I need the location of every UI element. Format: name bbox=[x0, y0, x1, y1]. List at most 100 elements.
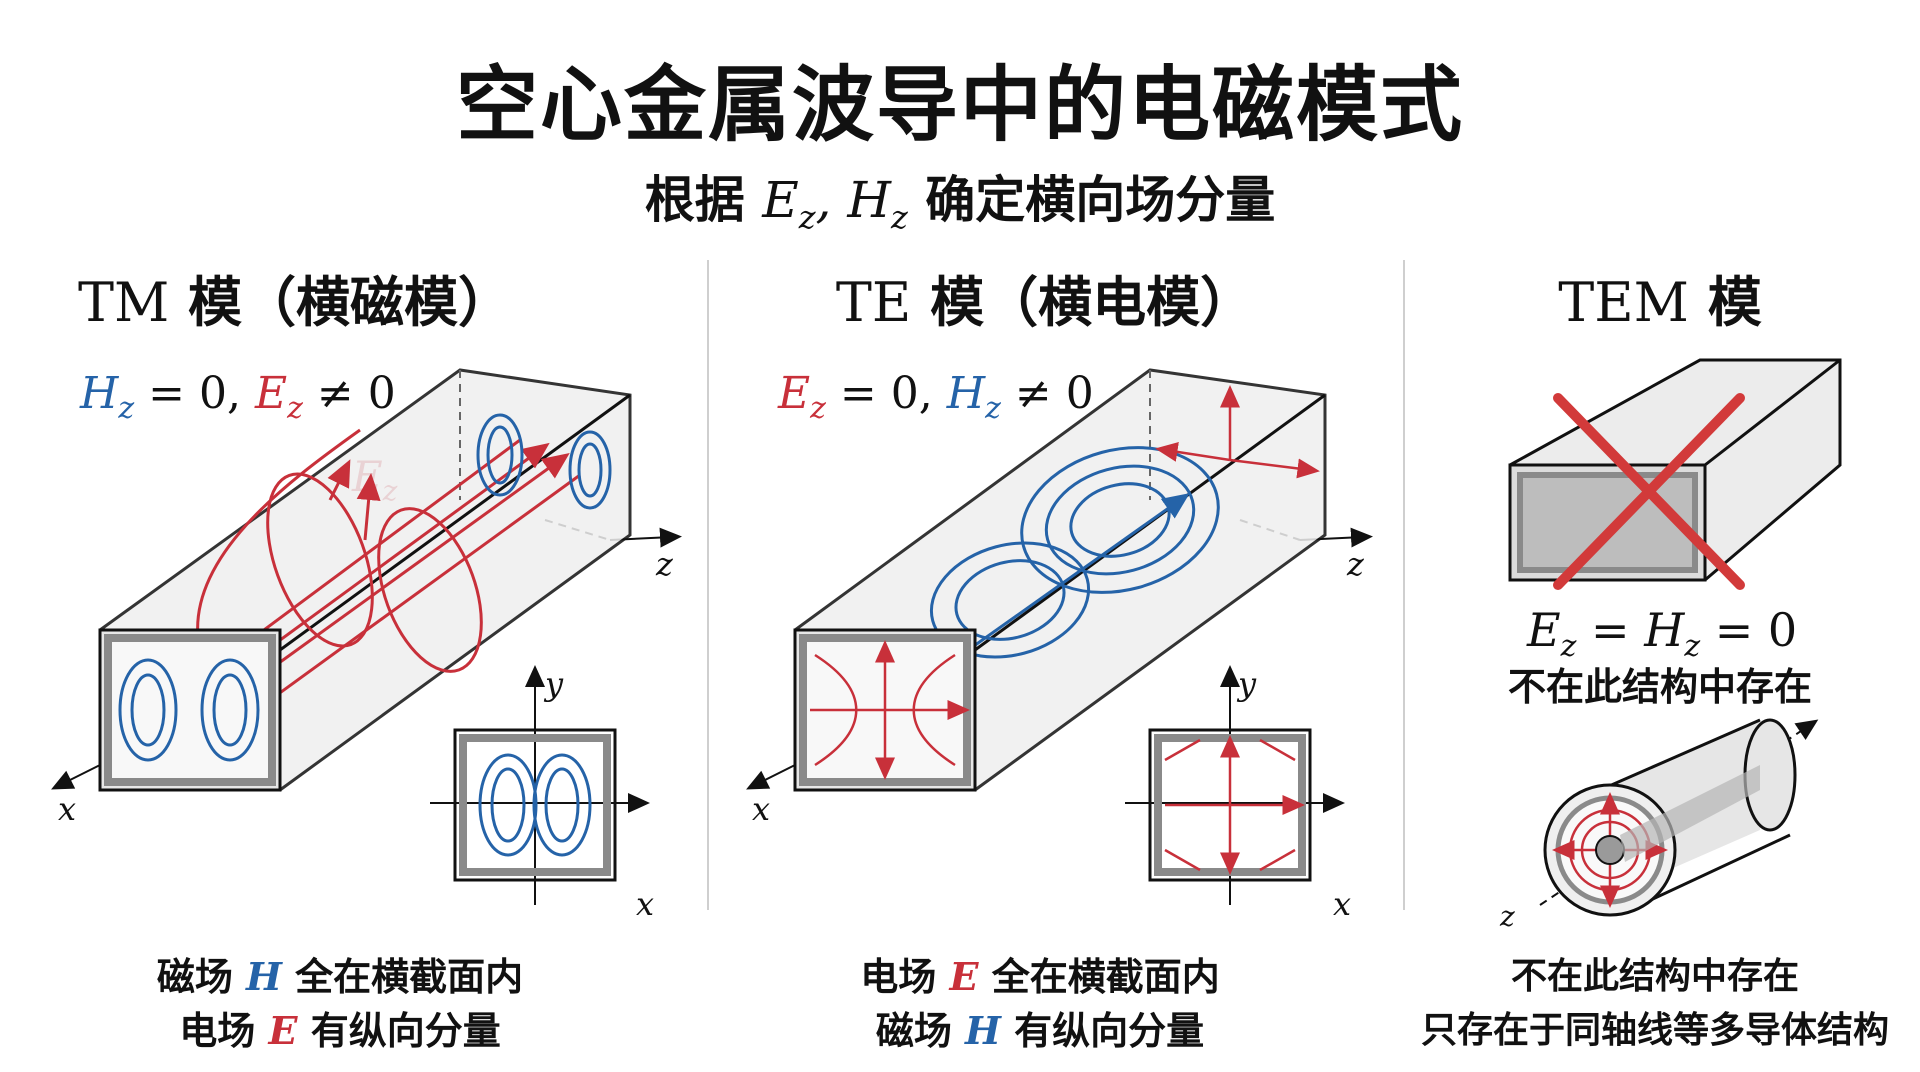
te-inset bbox=[1125, 665, 1345, 905]
tm-eq-a-rest: = 0, bbox=[134, 368, 255, 419]
tm-front-wall bbox=[104, 634, 276, 786]
te-eq-b-sub: z bbox=[985, 390, 1001, 426]
tem-coax-outer-wall bbox=[1555, 795, 1665, 905]
tm-caption: 磁场 H 全在横截面内 电场 E 有纵向分量 bbox=[60, 950, 620, 1058]
tem-heading: TEM 模 bbox=[1360, 258, 1920, 337]
te-cap1-post: 全在横截面内 bbox=[978, 955, 1220, 999]
te-waveguide bbox=[746, 368, 1373, 905]
tm-eq-b: E bbox=[255, 368, 288, 419]
te-eq-b: H bbox=[946, 368, 986, 419]
tem-cross-mark bbox=[1553, 393, 1745, 590]
tm-x-axis-label: x bbox=[58, 790, 77, 828]
te-inset-e-lines bbox=[1164, 735, 1305, 875]
te-eq-a: E bbox=[778, 368, 811, 419]
te-caption-line2: 磁场 H 有纵向分量 bbox=[760, 1004, 1320, 1058]
tm-inset-wall bbox=[459, 734, 611, 876]
tm-inset-loops bbox=[478, 753, 592, 857]
te-z-axis bbox=[1299, 527, 1373, 548]
te-eq-a-rest: = 0, bbox=[825, 368, 947, 419]
tem-caption: 不在此结构中存在 只存在于同轴线等多导体结构 bbox=[1390, 950, 1920, 1058]
te-h-loops bbox=[929, 446, 1220, 672]
tm-eq-b-rest: ≠ 0 bbox=[302, 368, 396, 419]
te-inset-frame bbox=[1148, 728, 1312, 882]
subtitle-sub1: z bbox=[798, 198, 816, 236]
tem-heading-latin: TEM bbox=[1558, 271, 1689, 334]
tm-caption-line1: 磁场 H 全在横截面内 bbox=[60, 950, 620, 1004]
tm-inset-x-label: x bbox=[636, 885, 655, 923]
tm-z-axis-label: z bbox=[656, 545, 673, 583]
tm-ez-sub: z bbox=[382, 474, 398, 508]
column-divider-2 bbox=[1403, 260, 1405, 910]
subtitle-sub2: z bbox=[890, 198, 908, 236]
tm-eq-b-sub: z bbox=[287, 390, 303, 426]
te-front-e-lines bbox=[810, 640, 970, 780]
tm-cap1-pre: 磁场 bbox=[156, 955, 247, 999]
te-equation: Ez = 0, Hz ≠ 0 bbox=[778, 368, 1094, 426]
te-box-edge-top bbox=[974, 393, 1326, 652]
tm-equation: Hz = 0, Ez ≠ 0 bbox=[80, 368, 396, 426]
tm-waveguide bbox=[51, 368, 682, 905]
te-eq-b-rest: ≠ 0 bbox=[1000, 368, 1094, 419]
tm-ez-label: Ez bbox=[352, 452, 397, 507]
te-back-e-arrows bbox=[1155, 385, 1320, 479]
tem-heading-cn: 模 bbox=[1688, 271, 1762, 334]
tm-z-axis-dash bbox=[544, 519, 611, 541]
te-box-body bbox=[793, 368, 1327, 792]
tem-caption-line1: 不在此结构中存在 bbox=[1510, 956, 1799, 997]
subtitle: 根据 Ez, Hz 确定横向场分量 bbox=[0, 160, 1920, 236]
tem-coax-near-end bbox=[1543, 783, 1677, 917]
column-divider-1 bbox=[707, 260, 709, 910]
te-heading: TE 模（横电模） bbox=[745, 258, 1345, 337]
tem-coax-axis bbox=[1539, 719, 1819, 906]
tm-z-axis bbox=[609, 527, 682, 548]
tm-inset-y-label: y bbox=[545, 665, 564, 703]
tem-eq-a: E bbox=[1527, 603, 1561, 657]
tm-cap1-sym: H bbox=[246, 954, 282, 999]
tem-box-body bbox=[1508, 358, 1842, 582]
tem-box-edge bbox=[1704, 358, 1841, 467]
tm-inset bbox=[430, 665, 650, 905]
te-heading-cn: 模（横电模） bbox=[911, 271, 1255, 334]
tm-heading: TM 模（横磁模） bbox=[0, 258, 595, 337]
te-inset-x-label: x bbox=[1333, 885, 1352, 923]
tm-cap2-pre: 电场 bbox=[179, 1009, 269, 1053]
tem-note: 不在此结构中存在 bbox=[1507, 665, 1812, 709]
tem-eq-b-rest: = 0 bbox=[1700, 603, 1798, 657]
te-heading-latin: TE bbox=[835, 271, 912, 334]
tem-box bbox=[1508, 358, 1842, 590]
te-cap2-sym: H bbox=[965, 1008, 1001, 1053]
te-cap1-sym: E bbox=[949, 954, 979, 999]
tem-coax bbox=[1539, 718, 1819, 917]
tem-coax-shell-fill bbox=[1600, 720, 1760, 900]
tem-coax-inner-conductor bbox=[1595, 835, 1625, 865]
subtitle-math-h: H bbox=[847, 171, 891, 229]
tem-coax-z-label: z bbox=[1500, 900, 1515, 933]
page-title: 空心金属波导中的电磁模式 bbox=[455, 58, 1464, 153]
tm-x-axis bbox=[51, 764, 101, 790]
tm-eq-a-sub: z bbox=[118, 390, 135, 426]
te-front-wall bbox=[799, 634, 971, 786]
tem-coax-bottom-edge bbox=[1639, 833, 1791, 907]
tem-eq-mid: = bbox=[1576, 603, 1645, 657]
tm-box-body bbox=[98, 368, 632, 792]
tm-heading-latin: TM bbox=[77, 271, 170, 334]
te-inset-wall bbox=[1154, 734, 1306, 876]
te-cap1-pre: 电场 bbox=[860, 955, 950, 999]
te-eq-a-sub: z bbox=[810, 390, 826, 426]
te-front-face bbox=[793, 628, 977, 792]
te-x-axis bbox=[746, 764, 796, 790]
tem-coax-top-edge bbox=[1599, 718, 1761, 792]
te-z-axis-label: z bbox=[1347, 545, 1364, 583]
subtitle-comma: , bbox=[815, 171, 848, 229]
tm-cap1-post: 全在横截面内 bbox=[281, 955, 524, 999]
subtitle-prefix: 根据 bbox=[644, 171, 763, 229]
tem-box-front bbox=[1508, 463, 1707, 582]
tm-heading-cn: 模（横磁模） bbox=[169, 271, 513, 334]
tm-cap2-sym: E bbox=[268, 1008, 298, 1053]
subtitle-suffix: 确定横向场分量 bbox=[907, 171, 1276, 229]
te-inset-y-label: y bbox=[1238, 665, 1257, 703]
tm-front-face bbox=[98, 628, 282, 792]
tem-eq-b: H bbox=[1644, 603, 1685, 657]
tm-inset-frame bbox=[453, 728, 617, 882]
